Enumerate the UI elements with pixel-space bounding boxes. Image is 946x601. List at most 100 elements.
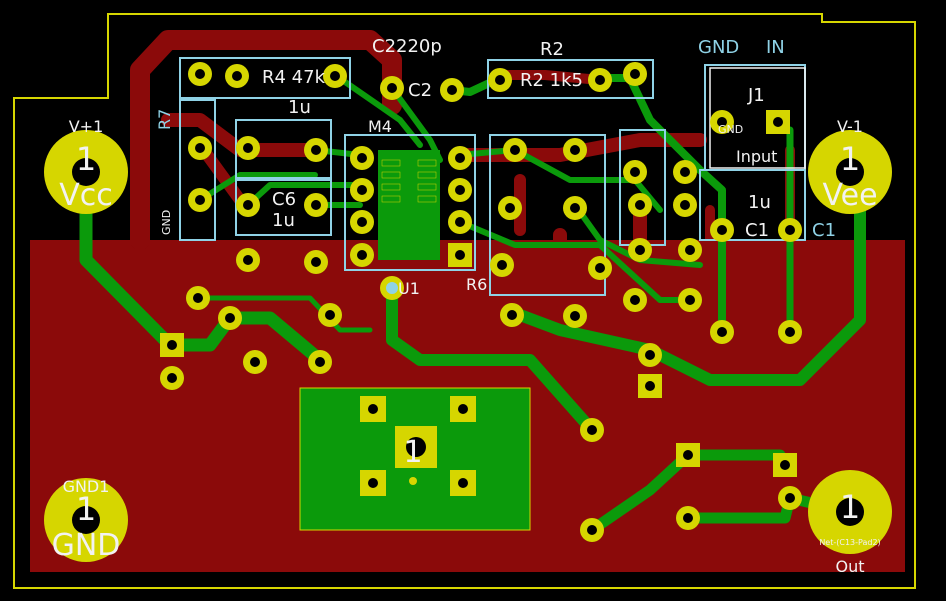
pad-drill — [195, 69, 205, 79]
labels: 1 Vcc V+1 1 Vee V-1 1 GND GND1 1 Out Net… — [52, 36, 881, 576]
pad-drill — [630, 295, 640, 305]
pad-drill — [635, 200, 645, 210]
pad-drill — [167, 373, 177, 383]
pad-drill — [680, 167, 690, 177]
pad-drill — [595, 75, 605, 85]
c6-value-label: 1u — [272, 210, 295, 231]
vee-label: Vee — [822, 178, 877, 213]
board-edge-cuts — [13, 13, 916, 589]
pad-drill — [685, 245, 695, 255]
through-hole-pads — [160, 62, 802, 542]
pad-drill — [717, 327, 727, 337]
pad-drill — [685, 295, 695, 305]
ic-outline — [344, 134, 476, 271]
gnd-vertical-label: GND — [160, 210, 173, 235]
pad-drill — [570, 203, 580, 213]
c2-label: C2 — [408, 80, 432, 101]
j1-label: J1 — [747, 85, 765, 106]
pad-drill — [717, 225, 727, 235]
pad-drill — [495, 75, 505, 85]
ic-smd-pins — [381, 159, 437, 203]
pad-drill — [387, 83, 397, 93]
c1-label: C1 — [745, 220, 769, 241]
r2-value-label: R2 1k5 — [520, 70, 583, 91]
pad-drill — [357, 185, 367, 195]
pad-drill — [193, 293, 203, 303]
pad-drill — [587, 525, 597, 535]
pad-drill — [645, 381, 655, 391]
out-net-label: Net-(C13-Pad2) — [819, 538, 880, 547]
gnd-label: GND — [52, 528, 121, 563]
pad-drill — [785, 225, 795, 235]
pad-drill — [311, 257, 321, 267]
pad-drill — [232, 71, 242, 81]
vee-ref: V-1 — [837, 117, 863, 136]
pad-drill — [325, 310, 335, 320]
pad-drill — [455, 153, 465, 163]
pad-drill — [455, 217, 465, 227]
pad-drill — [243, 143, 253, 153]
pad-drill — [785, 327, 795, 337]
in-header-label: IN — [766, 37, 785, 58]
center-pad-number: 1 — [403, 435, 422, 470]
center-pad-group — [360, 396, 476, 496]
u1-label: U1 — [398, 279, 420, 298]
pad-drill — [311, 200, 321, 210]
m4-label: M4 — [368, 117, 392, 136]
c6-label: C6 — [272, 189, 296, 210]
pad-drill — [505, 203, 515, 213]
pad-drill — [645, 350, 655, 360]
pad-drill — [510, 145, 520, 155]
r4-value-label: R4 47k — [262, 67, 326, 88]
vee-pin-number: 1 — [840, 140, 860, 178]
pad-drill — [497, 260, 507, 270]
pad-drill — [780, 460, 790, 470]
pad-drill — [717, 117, 727, 127]
pad-drill — [195, 143, 205, 153]
c1-value-label: 1u — [748, 192, 771, 213]
pad-drill — [635, 245, 645, 255]
gnd-ref: GND1 — [63, 477, 110, 496]
pad-drill — [570, 145, 580, 155]
pad-drill — [357, 217, 367, 227]
out-pin-number: 1 — [840, 488, 860, 526]
pad-drill — [357, 153, 367, 163]
vcc-label: Vcc — [59, 178, 113, 213]
pad-drill — [315, 357, 325, 367]
pad-drill — [507, 310, 517, 320]
pad-drill — [250, 357, 260, 367]
pad-drill — [785, 493, 795, 503]
pad-drill — [455, 185, 465, 195]
pad-drill — [680, 200, 690, 210]
corner-pads — [44, 130, 892, 562]
pad-drill — [447, 85, 457, 95]
gnd-pin-number: 1 — [76, 490, 96, 528]
gnd-header-label: GND — [698, 37, 739, 58]
r6-label: R6 — [466, 275, 487, 294]
pad-drill — [630, 167, 640, 177]
pad-drill — [630, 69, 640, 79]
pad-drill — [357, 250, 367, 260]
vcc-ref: V+1 — [69, 117, 104, 136]
pad-drill — [683, 450, 693, 460]
c-1u-top-label: 1u — [288, 97, 311, 118]
pad-drill — [243, 200, 253, 210]
c2-value-label: C2220p — [372, 36, 442, 57]
out-ref: Out — [835, 557, 864, 576]
pad-drill — [243, 255, 253, 265]
pad-drill — [195, 195, 205, 205]
pad-drill — [587, 425, 597, 435]
pad-drill — [595, 263, 605, 273]
pad-drill — [330, 71, 340, 81]
gnd-pin-label: GND — [718, 123, 743, 136]
pad-drill — [225, 313, 235, 323]
pad-drill — [773, 117, 783, 127]
c1-right-label: C1 — [812, 220, 836, 241]
pad-drill — [167, 340, 177, 350]
j1-connector-body — [709, 67, 806, 169]
pad-drill — [683, 513, 693, 523]
pad-drill — [570, 311, 580, 321]
input-label: Input — [736, 147, 777, 166]
r2-label: R2 — [540, 39, 564, 60]
